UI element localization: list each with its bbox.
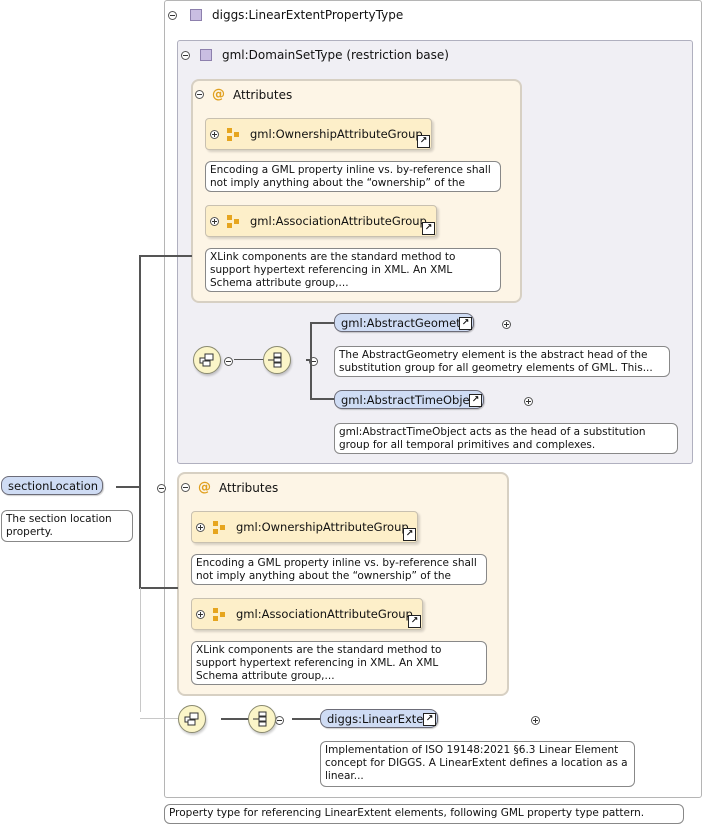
section-location-element[interactable]: sectionLocation <box>1 476 103 495</box>
attribute-group-name: gml:AssociationAttributeGroup <box>236 607 413 621</box>
domain-set-label: gml:DomainSetType (restriction base) <box>222 48 449 62</box>
collapse-icon[interactable] <box>195 90 204 99</box>
element-name: gml:AbstractTimeObject <box>341 392 481 407</box>
linear-extent-element[interactable]: diggs:LinearExtent ↗ <box>320 709 438 728</box>
type-doc: Property type for referencing LinearExte… <box>164 804 684 824</box>
attribute-group-doc: XLink components are the standard method… <box>205 248 501 292</box>
attribute-group[interactable]: gml:AssociationAttributeGroup ↗ <box>191 598 423 630</box>
element-name: diggs:LinearExtent <box>327 711 436 726</box>
expand-icon[interactable] <box>196 522 205 532</box>
external-link-icon[interactable]: ↗ <box>417 135 430 148</box>
attribute-icon: @ <box>198 480 211 495</box>
collapse-icon[interactable] <box>224 357 233 366</box>
domain-set-header: gml:DomainSetType (restriction base) <box>181 48 449 62</box>
expand-icon[interactable] <box>210 129 219 139</box>
choice-compositor-icon <box>263 346 291 374</box>
element-name: gml:AbstractGeometry <box>341 315 473 330</box>
external-link-icon[interactable]: ↗ <box>403 528 416 541</box>
linear-extent-doc: Implementation of ISO 19148:2021 §6.3 Li… <box>320 741 635 787</box>
collapse-icon[interactable] <box>181 50 190 60</box>
attribute-group-name: gml:OwnershipAttributeGroup <box>250 127 423 141</box>
attribute-group-doc: Encoding a GML property inline vs. by-re… <box>205 161 501 192</box>
outer-type-label: diggs:LinearExtentPropertyType <box>212 8 404 22</box>
external-link-icon[interactable]: ↗ <box>423 713 436 726</box>
element-doc: The AbstractGeometry element is the abst… <box>334 346 670 377</box>
external-link-icon[interactable]: ↗ <box>422 222 435 235</box>
attribute-group-icon <box>213 520 226 534</box>
attribute-group-doc: XLink components are the standard method… <box>191 641 487 685</box>
complex-type-icon <box>200 49 212 61</box>
attribute-icon: @ <box>212 87 225 102</box>
outer-attributes-header: @ Attributes <box>181 480 278 495</box>
expand-icon[interactable] <box>196 609 205 619</box>
abstract-geometry-element[interactable]: gml:AbstractGeometry ↗ <box>334 313 474 332</box>
abstract-time-object-element[interactable]: gml:AbstractTimeObject ↗ <box>334 390 484 409</box>
collapse-icon[interactable] <box>308 357 318 366</box>
collapse-icon[interactable] <box>157 484 167 493</box>
expand-icon[interactable] <box>530 716 540 725</box>
expand-icon[interactable] <box>501 320 511 329</box>
collapse-icon[interactable] <box>181 483 190 492</box>
element-doc: gml:AbstractTimeObject acts as the head … <box>334 423 678 454</box>
expand-icon[interactable] <box>210 216 219 226</box>
attribute-group-name: gml:AssociationAttributeGroup <box>250 214 427 228</box>
external-link-icon[interactable]: ↗ <box>459 317 472 330</box>
attributes-label: Attributes <box>233 87 293 102</box>
attributes-label: Attributes <box>219 480 279 495</box>
attribute-group[interactable]: gml:AssociationAttributeGroup ↗ <box>205 205 437 237</box>
inner-attributes-header: @ Attributes <box>195 87 292 102</box>
attribute-group[interactable]: gml:OwnershipAttributeGroup ↗ <box>205 118 432 150</box>
collapse-icon[interactable] <box>168 10 177 20</box>
outer-type-header: diggs:LinearExtentPropertyType <box>168 8 403 22</box>
element-name: sectionLocation <box>8 478 99 493</box>
sequence-compositor-icon <box>178 705 206 733</box>
attribute-group-icon <box>213 607 226 621</box>
root-element-doc: The section location property. <box>1 510 133 542</box>
external-link-icon[interactable]: ↗ <box>408 615 421 628</box>
sequence-compositor-icon <box>193 346 221 374</box>
complex-type-icon <box>190 9 202 21</box>
attribute-group-doc: Encoding a GML property inline vs. by-re… <box>191 554 487 585</box>
attribute-group[interactable]: gml:OwnershipAttributeGroup ↗ <box>191 511 418 543</box>
attribute-group-name: gml:OwnershipAttributeGroup <box>236 520 409 534</box>
sequence-compositor-icon <box>248 705 276 733</box>
expand-icon[interactable] <box>524 397 534 406</box>
external-link-icon[interactable]: ↗ <box>469 394 482 407</box>
attribute-group-icon <box>227 127 240 141</box>
attribute-group-icon <box>227 214 240 228</box>
